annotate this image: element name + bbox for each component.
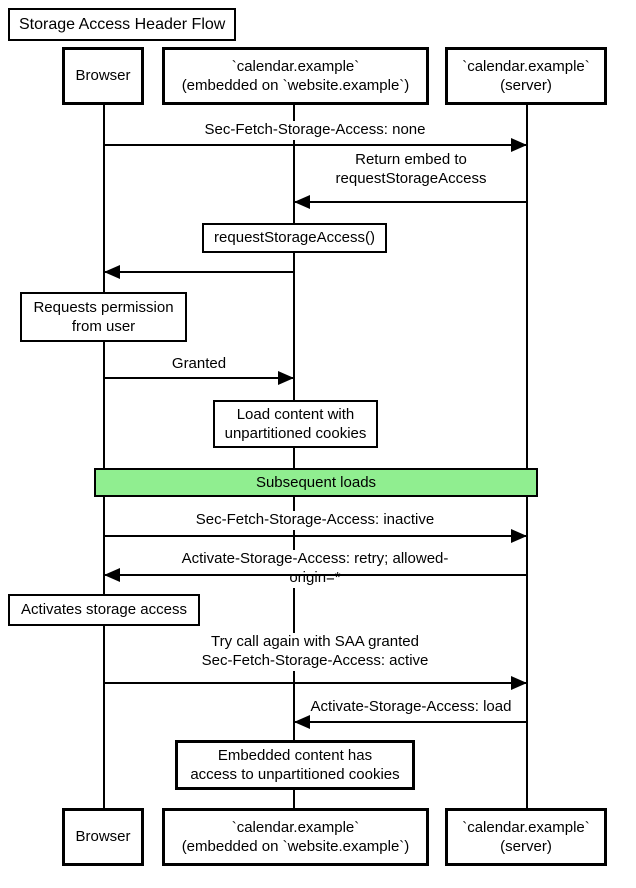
participant-server-bottom: `calendar.example` (server): [445, 808, 607, 866]
band-subsequent-loads: Subsequent loads: [94, 468, 538, 497]
note-embedded-content: Embedded content has access to unpartiti…: [175, 740, 415, 790]
arrow-server-to-browser: [104, 574, 527, 576]
participant-server-top: `calendar.example` (server): [445, 47, 607, 105]
arrowhead-left-icon: [104, 265, 120, 279]
message-label-sec-fetch-none: Sec-Fetch-Storage-Access: none: [201, 121, 429, 140]
arrow-browser-to-server-3: [104, 682, 527, 684]
note-load-content: Load content with unpartitioned cookies: [213, 400, 378, 448]
arrowhead-right-icon: [511, 676, 527, 690]
message-label-activate-retry: Activate-Storage-Access: retry; allowed-…: [154, 550, 476, 588]
arrowhead-right-icon: [278, 371, 294, 385]
arrow-server-to-embed-2: [294, 721, 527, 723]
participant-browser-top: Browser: [62, 47, 144, 105]
arrowhead-left-icon: [294, 195, 310, 209]
arrow-browser-to-embed: [104, 377, 294, 379]
message-label-activate-load: Activate-Storage-Access: load: [307, 698, 515, 717]
message-label-return-embed: Return embed to requestStorageAccess: [332, 151, 490, 189]
arrow-embed-to-browser: [104, 271, 294, 273]
diagram-title: Storage Access Header Flow: [8, 8, 237, 42]
arrowhead-left-icon: [294, 715, 310, 729]
message-label-sec-fetch-inactive: Sec-Fetch-Storage-Access: inactive: [192, 511, 438, 530]
message-label-granted: Granted: [168, 355, 230, 374]
arrow-browser-to-server-1: [104, 144, 527, 146]
lifeline-browser: [103, 105, 105, 808]
participant-embed-top: `calendar.example` (embedded on `website…: [162, 47, 429, 105]
arrowhead-left-icon: [104, 568, 120, 582]
arrowhead-right-icon: [511, 138, 527, 152]
arrow-server-to-embed-1: [294, 201, 527, 203]
arrowhead-right-icon: [511, 529, 527, 543]
message-label-try-again: Try call again with SAA granted Sec-Fetc…: [198, 633, 432, 671]
arrow-browser-to-server-2: [104, 535, 527, 537]
participant-browser-bottom: Browser: [62, 808, 144, 866]
note-requests-permission: Requests permission from user: [20, 292, 187, 342]
note-activates-storage: Activates storage access: [8, 594, 200, 626]
note-request-storage-access: requestStorageAccess(): [202, 223, 387, 253]
participant-embed-bottom: `calendar.example` (embedded on `website…: [162, 808, 429, 866]
lifeline-server: [526, 105, 528, 808]
lifeline-embed: [293, 105, 295, 808]
